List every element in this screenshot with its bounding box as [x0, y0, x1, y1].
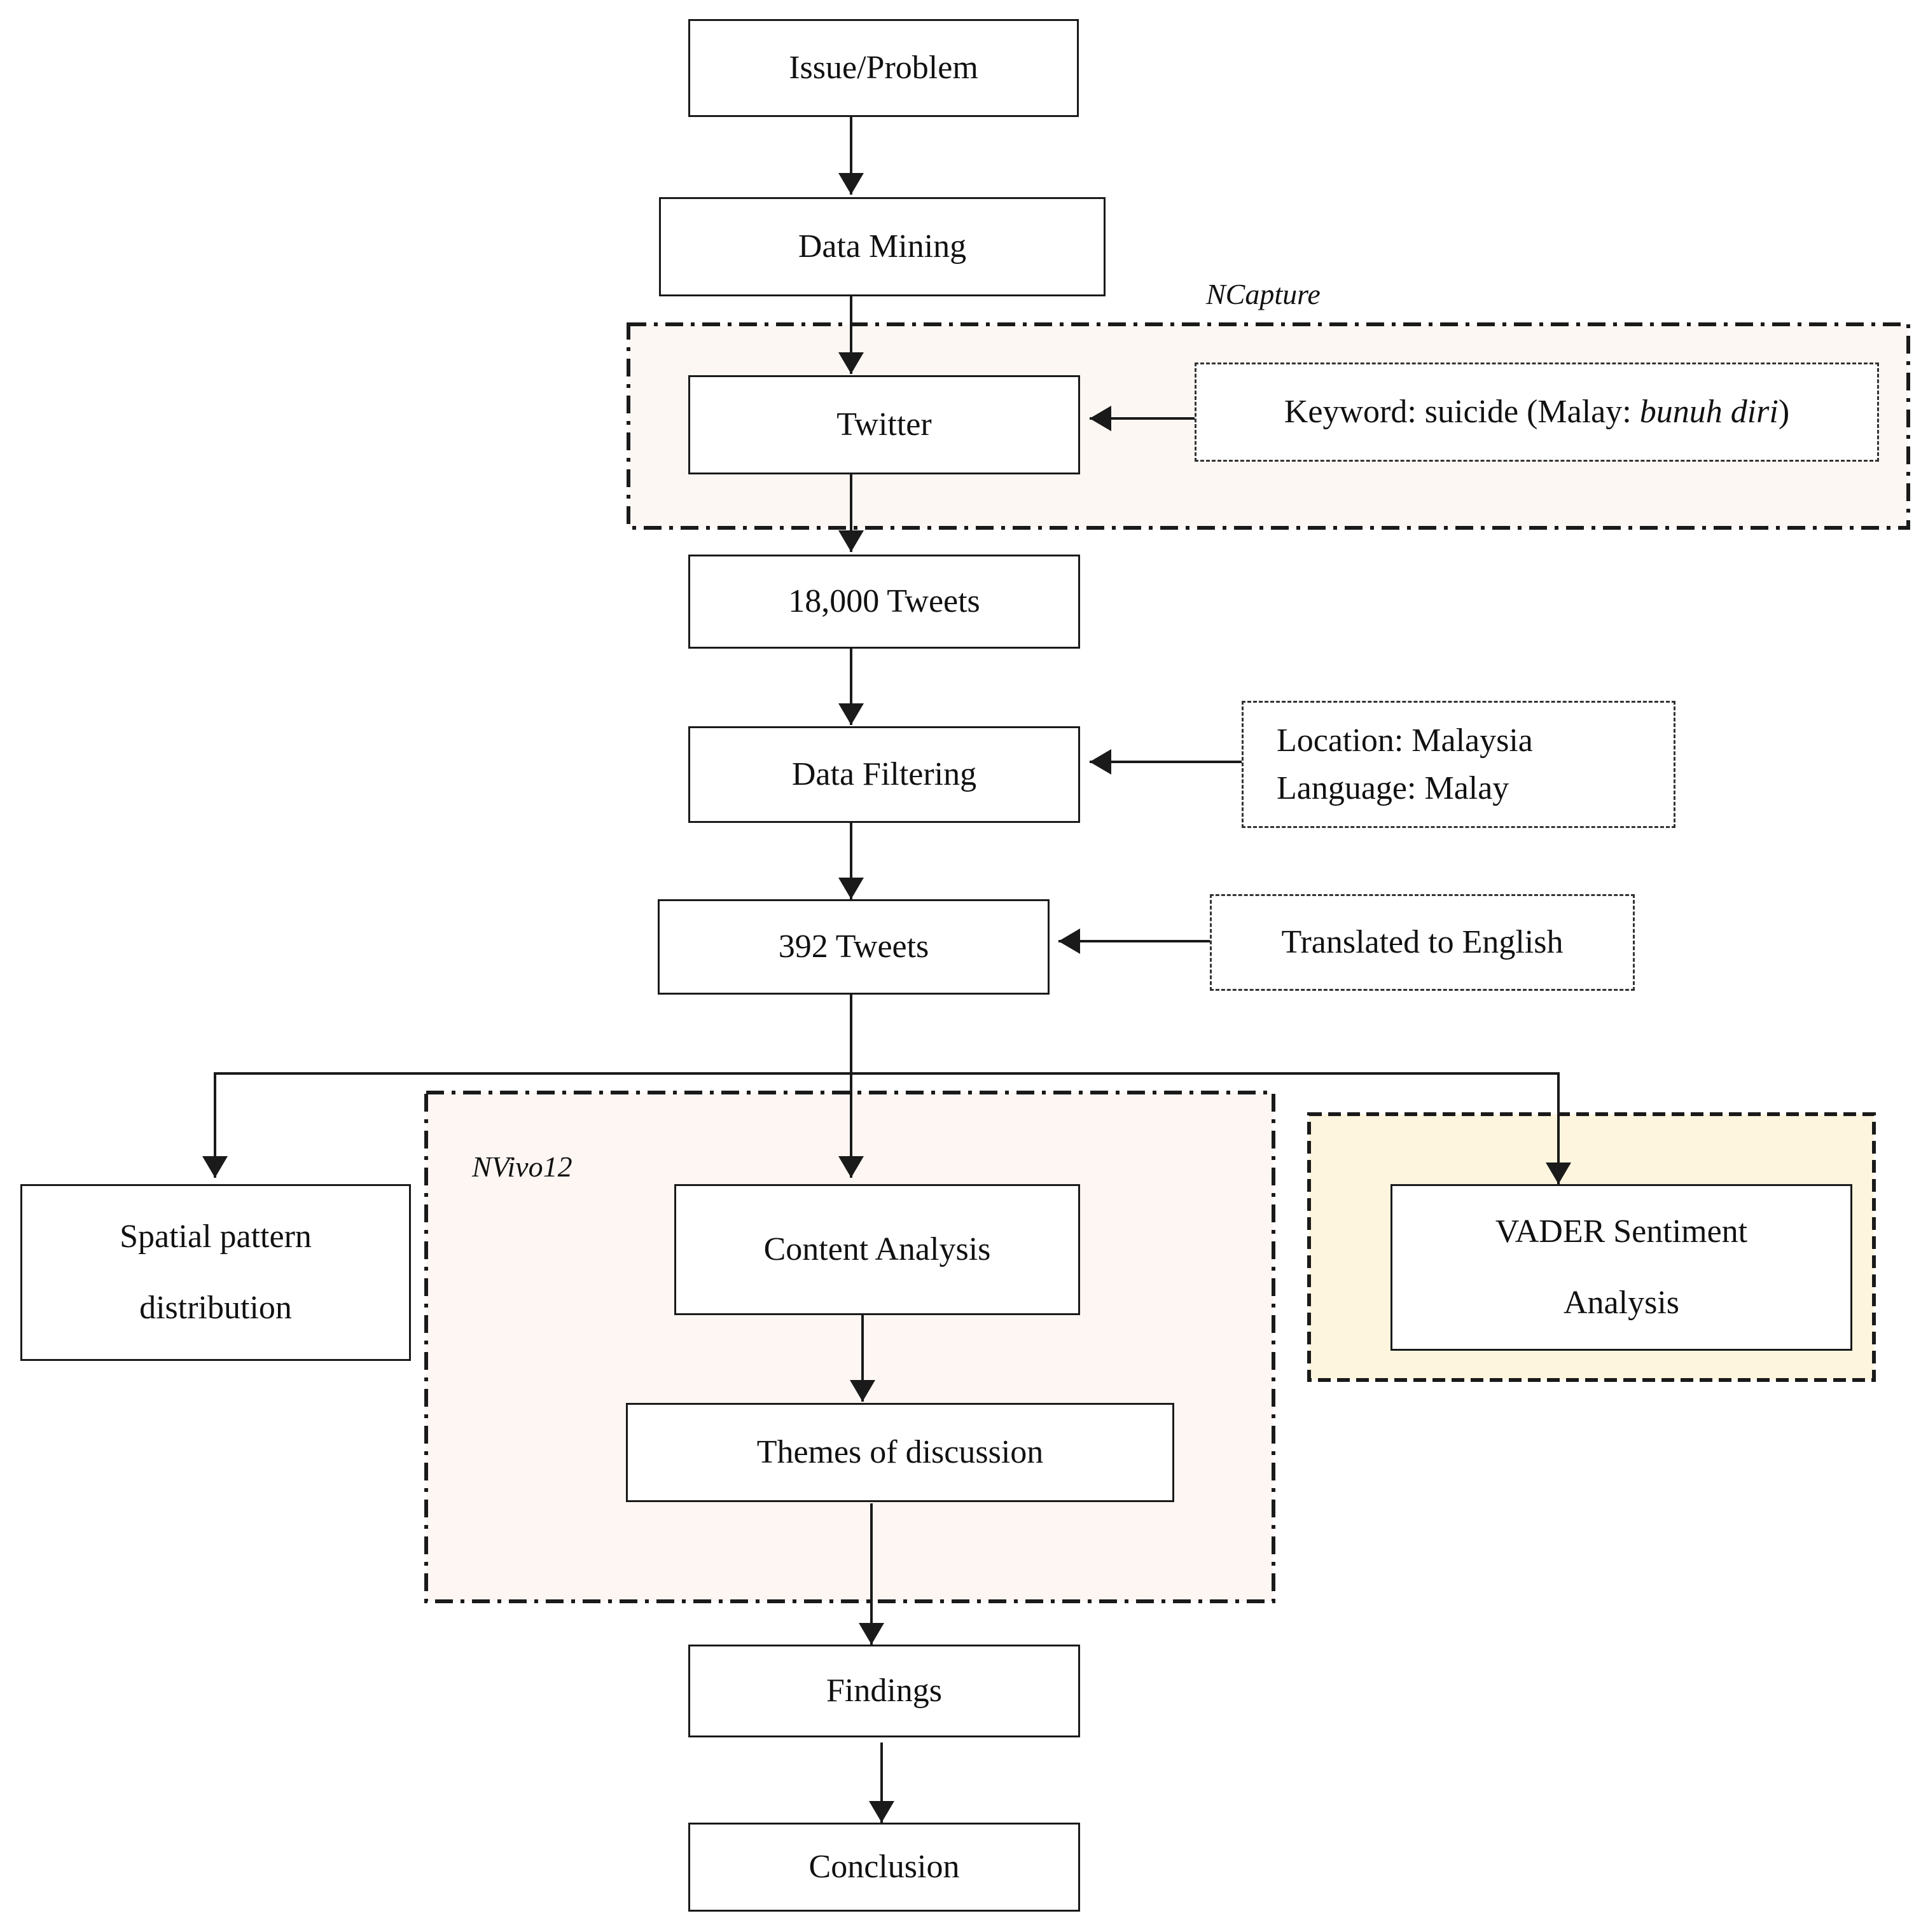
twitter-box: Twitter [688, 375, 1080, 474]
tweets-392-box: 392 Tweets [658, 899, 1050, 995]
data-filtering-text: Data Filtering [791, 756, 977, 792]
themes-text: Themes of discussion [756, 1433, 1044, 1470]
data-mining-text: Data Mining [798, 228, 967, 265]
content-analysis-box: Content Analysis [674, 1184, 1080, 1315]
twitter-text: Twitter [836, 406, 932, 443]
arrow-branch-to-spatial [202, 1072, 851, 1178]
content-analysis-text: Content Analysis [763, 1231, 991, 1267]
keyword-note-text: Keyword: suicide (Malay: bunuh diri) [1284, 388, 1789, 436]
conclusion-box: Conclusion [688, 1823, 1080, 1912]
translation-note-text: Translated to English [1281, 924, 1564, 961]
keyword-malay-term: bunuh diri [1639, 394, 1779, 431]
vader-border [1307, 1112, 1876, 1382]
location-filter: Location: Malaysia [1277, 722, 1533, 759]
vader-line2: Analysis [1564, 1285, 1679, 1321]
keyword-suffix: ) [1778, 394, 1790, 431]
issue-problem-box: Issue/Problem [688, 19, 1079, 117]
keyword-prefix: Keyword: suicide (Malay: [1284, 394, 1640, 431]
arrow-branch-to-vader [851, 1072, 1571, 1184]
spatial-pattern-line2: distribution [139, 1290, 292, 1326]
findings-text: Findings [826, 1672, 943, 1709]
keyword-note: Keyword: suicide (Malay: bunuh diri) [1195, 362, 1879, 462]
vader-box: VADER Sentiment Analysis [1390, 1184, 1852, 1351]
spatial-pattern-box: Spatial pattern distribution [20, 1184, 411, 1361]
nvivo-label: NVivo12 [472, 1150, 572, 1183]
filter-criteria-lines: Location: Malaysia Language: Malay [1277, 717, 1533, 813]
ncapture-label: NCapture [1206, 278, 1321, 310]
tweets-18000-text: 18,000 Tweets [788, 583, 980, 619]
vader-line1: VADER Sentiment [1495, 1213, 1748, 1250]
data-filtering-box: Data Filtering [688, 726, 1080, 823]
translation-note: Translated to English [1210, 894, 1635, 991]
themes-box: Themes of discussion [626, 1403, 1174, 1502]
issue-problem-text: Issue/Problem [789, 49, 978, 86]
spatial-pattern-line1: Spatial pattern [120, 1218, 312, 1255]
tweets-18000-box: 18,000 Tweets [688, 555, 1080, 649]
findings-box: Findings [688, 1645, 1080, 1737]
tweets-392-text: 392 Tweets [778, 928, 929, 965]
data-mining-box: Data Mining [659, 197, 1106, 296]
ncapture-border [627, 322, 1910, 530]
language-filter: Language: Malay [1277, 770, 1509, 806]
filter-criteria-note: Location: Malaysia Language: Malay [1242, 701, 1675, 828]
conclusion-text: Conclusion [808, 1848, 960, 1885]
